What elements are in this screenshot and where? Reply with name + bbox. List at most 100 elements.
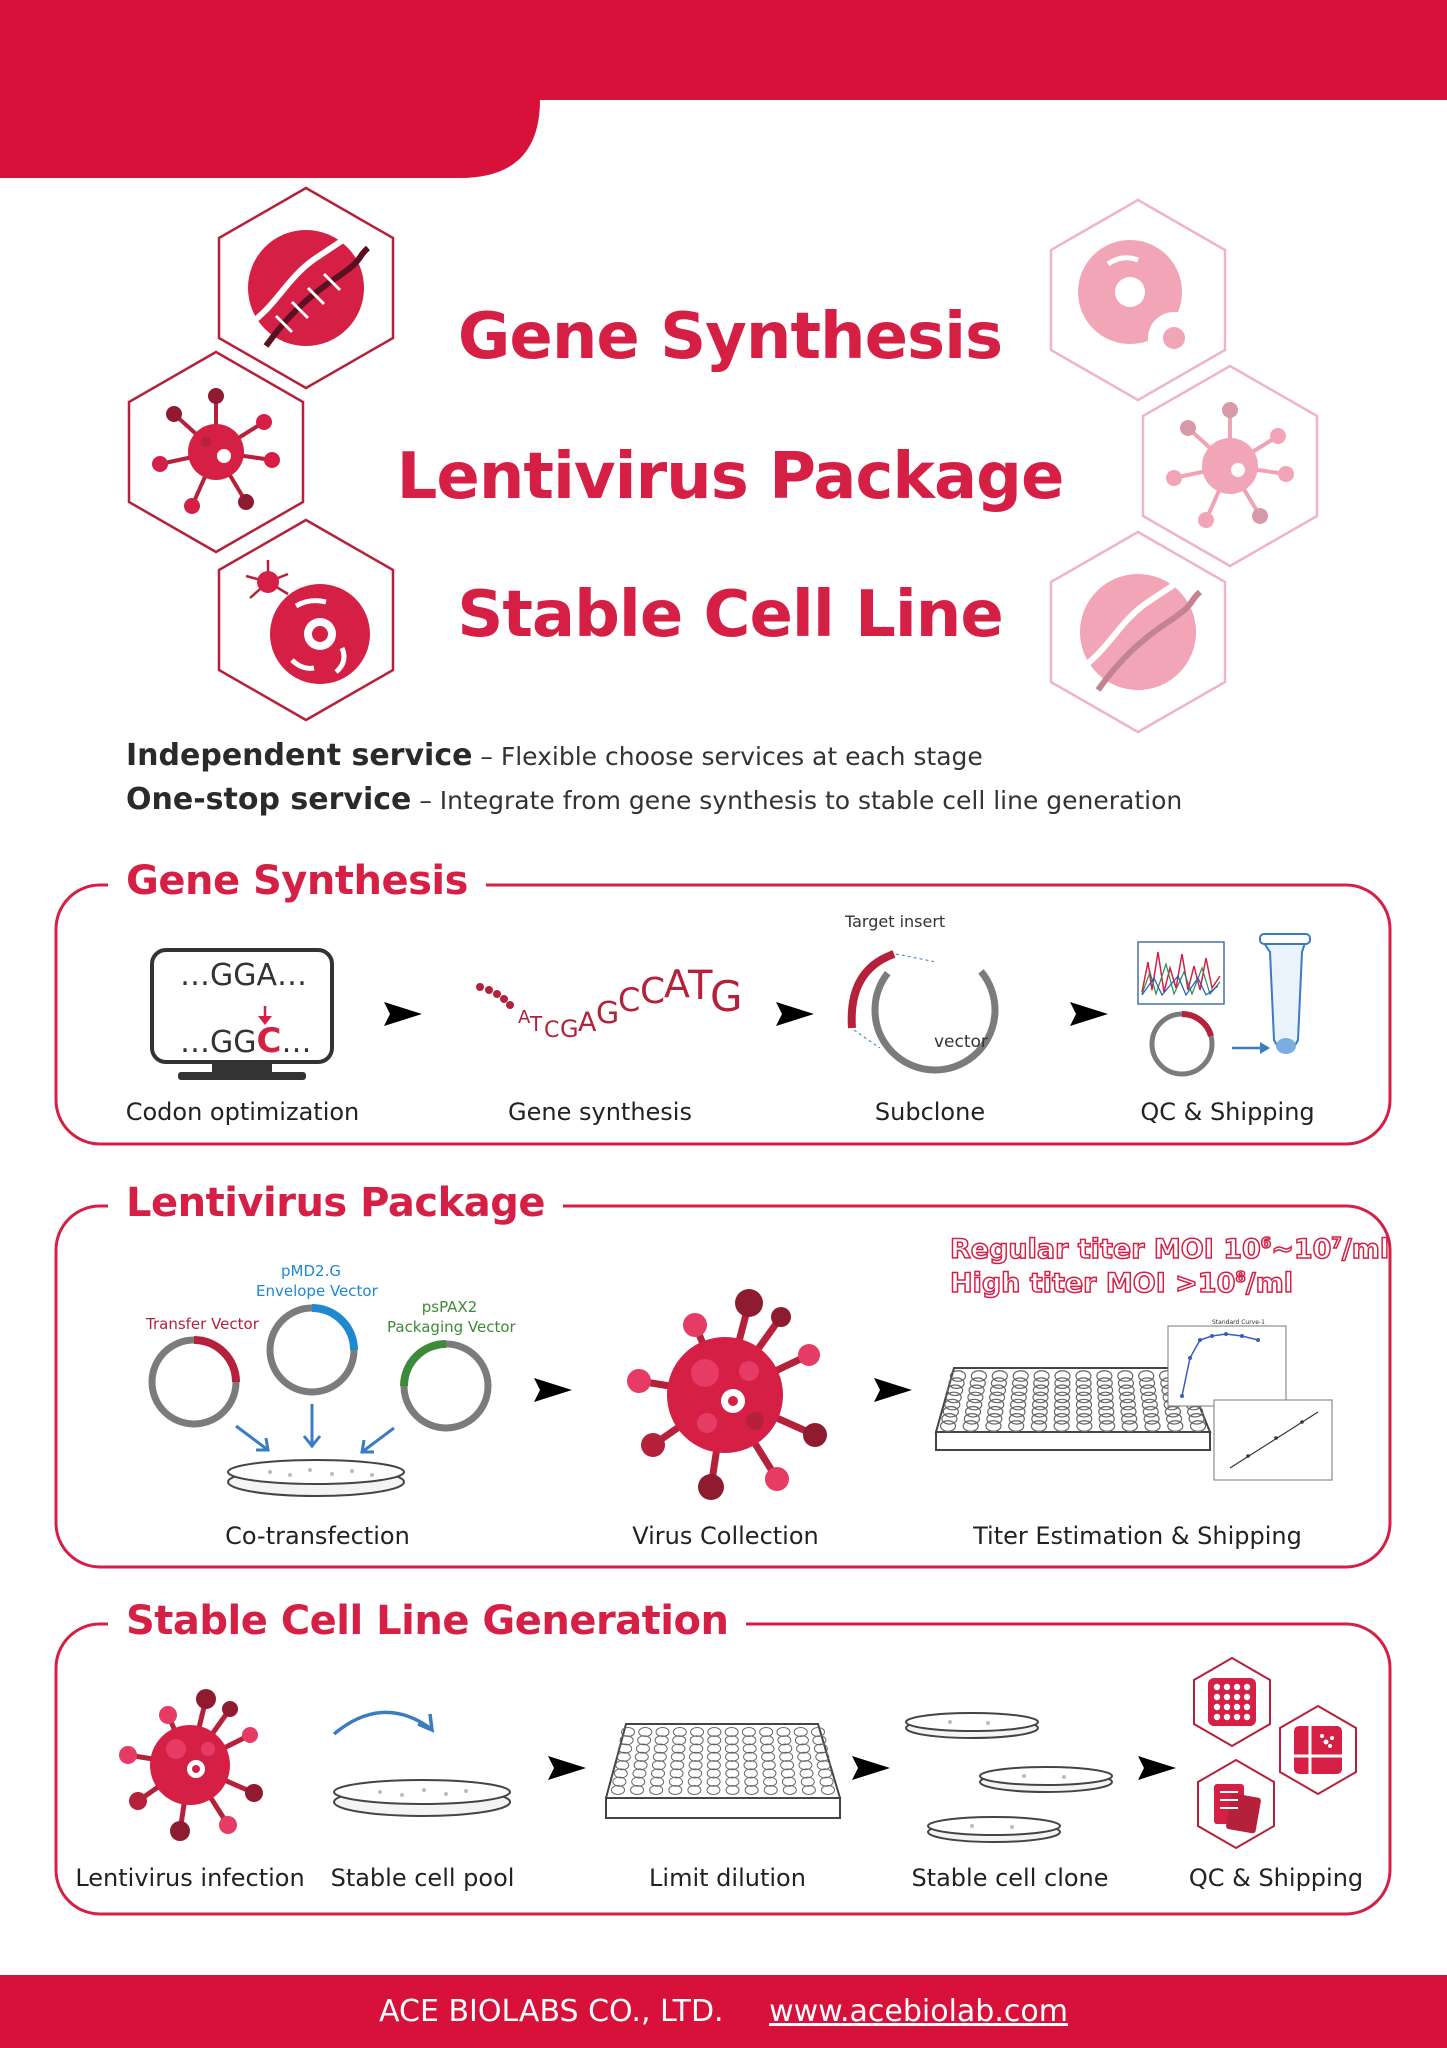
title-gene-synthesis: Gene Synthesis: [457, 300, 1003, 374]
well: [939, 1420, 957, 1432]
well: [670, 1760, 685, 1771]
well: [741, 1726, 756, 1738]
virus-icon: [627, 1289, 827, 1500]
codon-line-1: …GGA…: [180, 958, 308, 993]
well: [707, 1735, 722, 1746]
well: [669, 1768, 684, 1779]
well: [615, 1760, 630, 1771]
well: [742, 1743, 757, 1754]
well: [777, 1735, 792, 1746]
well: [1117, 1370, 1134, 1382]
well: [966, 1398, 983, 1411]
well: [1031, 1413, 1048, 1425]
well: [1075, 1384, 1092, 1397]
well: [1144, 1420, 1161, 1432]
well: [1139, 1384, 1157, 1397]
well: [794, 1735, 809, 1746]
well: [988, 1398, 1005, 1411]
plate-dot: [1213, 1693, 1221, 1701]
well: [969, 1377, 986, 1389]
packaging-vector-label: Packaging Vector: [387, 1318, 516, 1336]
step-lentivirus-infection: Lentivirus infection: [75, 1864, 305, 1892]
well: [1033, 1377, 1050, 1389]
well: [1117, 1377, 1135, 1389]
well: [945, 1391, 962, 1404]
well: [941, 1413, 958, 1425]
cell-hexagon-faded-icon: [1049, 198, 1227, 402]
well: [1076, 1420, 1093, 1432]
well: [672, 1726, 687, 1738]
well: [948, 1377, 965, 1389]
well: [743, 1751, 758, 1762]
well: [672, 1735, 687, 1746]
well: [613, 1768, 628, 1779]
envelope-vector-label: Envelope Vector: [256, 1282, 378, 1300]
well: [651, 1760, 666, 1771]
well: [782, 1784, 797, 1796]
well: [725, 1784, 740, 1796]
well: [988, 1391, 1006, 1404]
stable-cell-heading: Stable Cell Line Generation: [108, 1598, 747, 1644]
well: [942, 1405, 959, 1418]
dna-hexagon-faded-icon: [1049, 530, 1227, 734]
titer-regular-exp2: 7: [1331, 1233, 1343, 1253]
plate-dot: [1243, 1703, 1251, 1711]
well: [985, 1420, 1002, 1432]
well: [793, 1726, 808, 1738]
titer-regular-exp1: 6: [1260, 1233, 1272, 1253]
virus-hexagon-faded-icon: [1141, 364, 1319, 568]
well: [631, 1776, 646, 1787]
well: [1189, 1420, 1207, 1432]
well: [762, 1768, 777, 1779]
step-subclone: Subclone: [874, 1098, 986, 1126]
title-lentivirus-package: Lentivirus Package: [396, 440, 1065, 514]
well: [725, 1768, 740, 1779]
well: [1075, 1391, 1092, 1404]
well: [1119, 1398, 1136, 1411]
step-gene-synthesis: Gene synthesis: [508, 1098, 692, 1126]
standard-curve-graph: Standard Curve-1: [1167, 1319, 1333, 1481]
plate-dot: [1223, 1683, 1231, 1691]
well: [797, 1751, 812, 1762]
onestop-desc: – Integrate from gene synthesis to stabl…: [419, 786, 1183, 815]
well: [1140, 1391, 1158, 1404]
well: [1010, 1398, 1027, 1411]
step-titer-estimation: Titer Estimation & Shipping: [973, 1522, 1302, 1550]
well: [707, 1743, 722, 1754]
virus-hexagon-icon: [127, 350, 305, 554]
well: [1076, 1405, 1093, 1418]
website-link[interactable]: www.acebiolab.com: [769, 1994, 1068, 2029]
well: [621, 1726, 635, 1738]
well: [800, 1776, 815, 1787]
well: [649, 1784, 664, 1796]
packaging-name-label: psPAX2: [421, 1298, 478, 1316]
independent-desc: – Flexible choose services at each stage: [480, 742, 983, 771]
intro-onestop: One-stop service – Integrate from gene s…: [126, 782, 1182, 817]
well: [1011, 1384, 1028, 1397]
well: [1053, 1420, 1070, 1432]
well: [1120, 1405, 1137, 1418]
well: [821, 1784, 835, 1796]
qc-shipping-icon: [1137, 933, 1311, 1077]
well: [634, 1751, 649, 1762]
titer-high-unit: /ml: [1245, 1267, 1294, 1300]
plate-dot: [1233, 1703, 1241, 1711]
well: [815, 1751, 830, 1762]
well: [650, 1776, 665, 1787]
well: [781, 1776, 796, 1787]
curve-title: Standard Curve-1: [1212, 1319, 1265, 1326]
step-limit-dilution: Limit dilution: [649, 1864, 806, 1892]
arrow-icon: [548, 1756, 586, 1780]
well: [796, 1743, 811, 1754]
well: [619, 1735, 634, 1746]
monitor-icon: [150, 948, 334, 1080]
well: [744, 1784, 759, 1796]
well: [761, 1760, 776, 1771]
well: [798, 1760, 813, 1771]
well: [1076, 1413, 1093, 1425]
well: [963, 1413, 980, 1425]
arrow-icon: [534, 1378, 572, 1402]
title-stable-cell-line: Stable Cell Line: [457, 578, 1004, 652]
well: [1097, 1398, 1115, 1411]
well: [1054, 1370, 1071, 1382]
